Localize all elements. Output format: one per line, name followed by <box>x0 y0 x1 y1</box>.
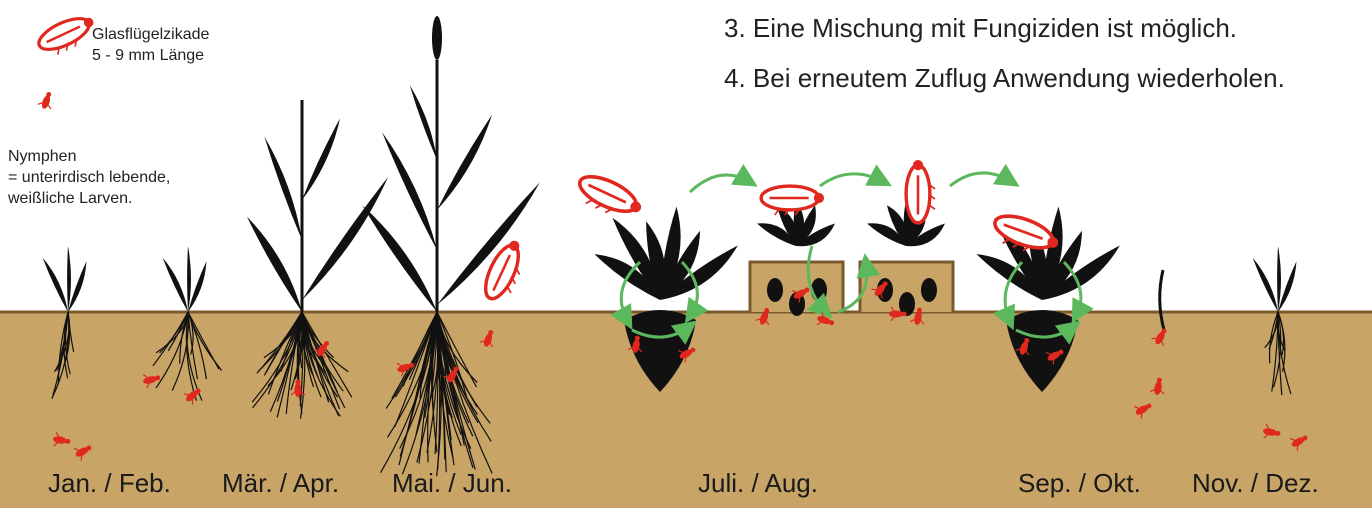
cycle-arrow-icon <box>690 175 750 192</box>
cicada-icon <box>906 160 935 223</box>
month-label: Nov. / Dez. <box>1192 468 1319 499</box>
nymph-icon <box>37 90 56 111</box>
plant-cross-section <box>750 201 843 316</box>
month-label: Jan. / Feb. <box>48 468 171 499</box>
cicada-icon <box>35 10 100 60</box>
legend-nymph-line: Nymphen <box>8 146 170 167</box>
note-4: 4. Bei erneutem Zuflug Anwendung wiederh… <box>724 63 1285 94</box>
legend-adult-name: Glasflügelzikade <box>92 24 209 45</box>
month-label: Mär. / Apr. <box>222 468 339 499</box>
legend-nymph-line: weißliche Larven. <box>8 188 170 209</box>
cicada-icon <box>573 170 646 226</box>
cycle-arrow-icon <box>950 173 1012 186</box>
plant-cross-section <box>860 201 953 316</box>
legend-nymph-line: = unterirdisch lebende, <box>8 167 170 188</box>
cycle-arrow-icon <box>820 174 884 186</box>
month-label: Sep. / Okt. <box>1018 468 1141 499</box>
legend-adult-label: Glasflügelzikade 5 - 9 mm Länge <box>92 24 209 66</box>
legend-nymph-label: Nymphen = unterirdisch lebende, weißlich… <box>8 146 170 209</box>
note-3: 3. Eine Mischung mit Fungiziden ist mögl… <box>724 13 1237 44</box>
legend-adult-size: 5 - 9 mm Länge <box>92 45 209 66</box>
month-label: Mai. / Jun. <box>392 468 512 499</box>
month-label: Juli. / Aug. <box>698 468 818 499</box>
